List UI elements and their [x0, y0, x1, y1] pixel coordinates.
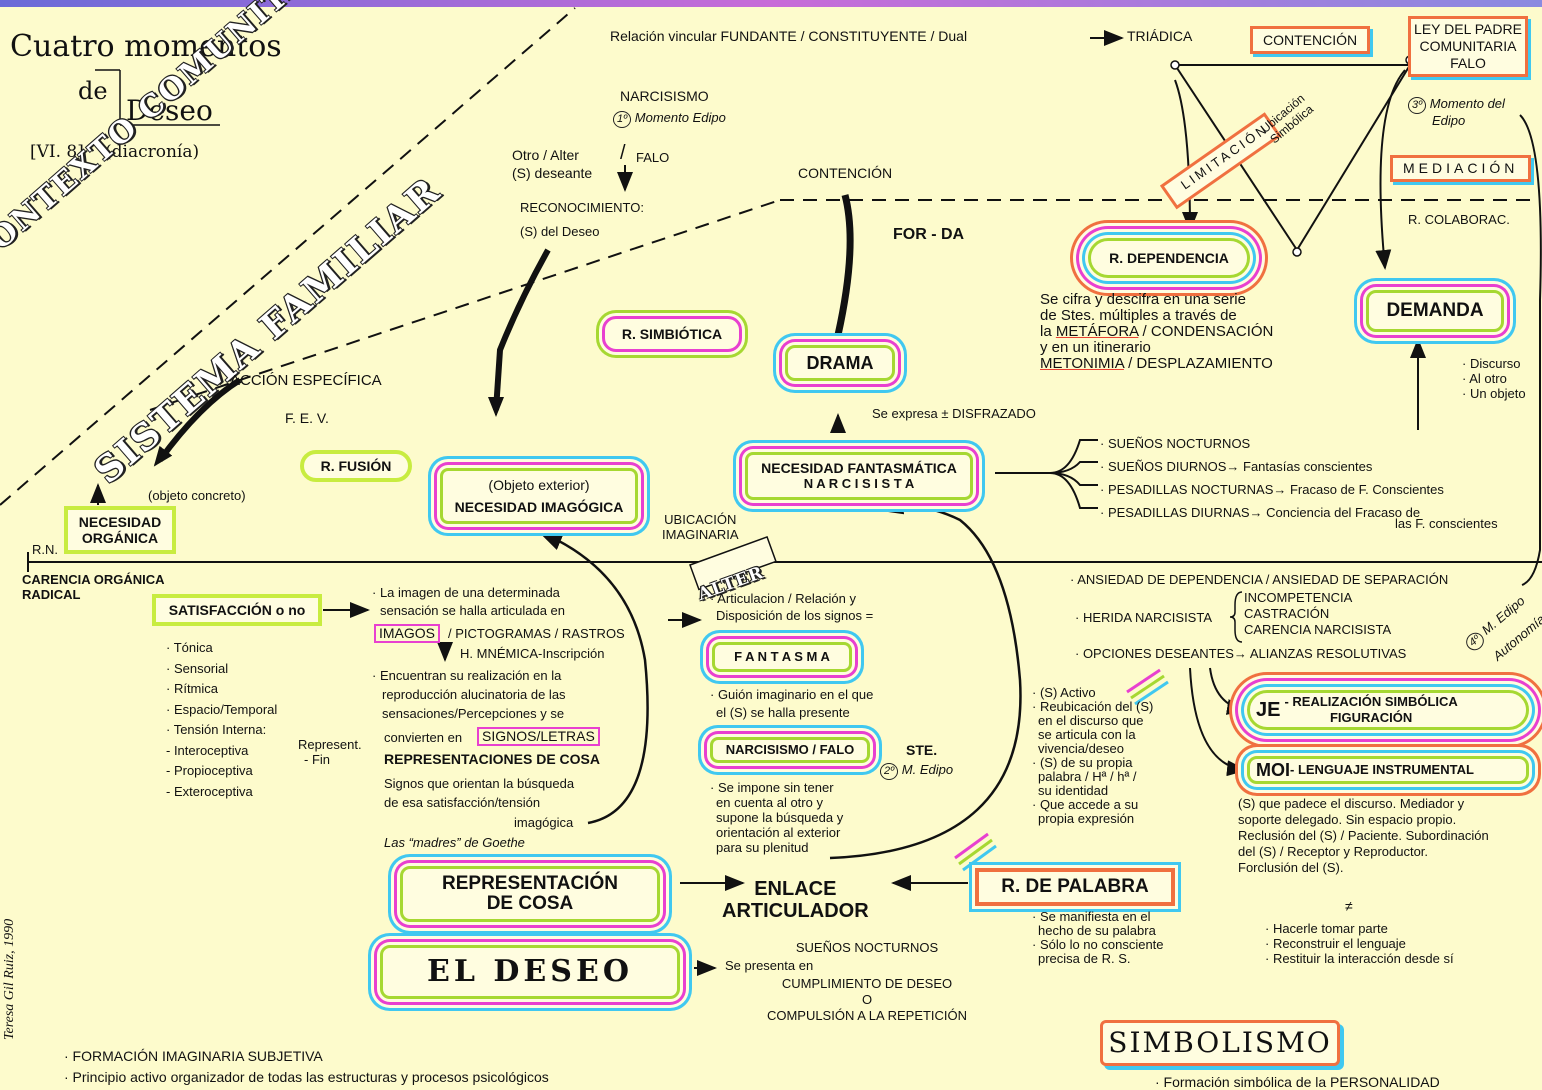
contencion-tag: CONTENCIÓN — [1250, 26, 1371, 54]
moi-box: MOI- LENGUAJE INSTRUMENTAL — [1247, 756, 1529, 784]
tercer-momento-2: Edipo — [1432, 113, 1466, 128]
triadica-text: TRIÁDICA — [1127, 28, 1193, 44]
dashed-boundary-community — [0, 7, 576, 506]
objeto-concreto-text: (objeto concreto) — [148, 488, 246, 503]
formacion-simbolica-text: · Formación simbólica de la PERSONALIDAD — [1155, 1074, 1440, 1090]
tonica-list: · Tónica· Sensorial· Rítmica· Espacio/Te… — [166, 640, 278, 799]
ansiedad-text: · ANSIEDAD DE DEPENDENCIA / ANSIEDAD DE … — [1070, 572, 1449, 587]
narcisismo-text: NARCISISMO — [620, 88, 709, 104]
ste-text: STE. — [906, 742, 938, 758]
fev-text: F. E. V. — [285, 410, 329, 426]
narcisismo-falo-box: NARCISISMO / FALO — [710, 737, 870, 763]
primer-momento: 1º Momento Edipo — [613, 110, 726, 128]
simbolismo-box: SIMBOLISMO — [1100, 1020, 1340, 1066]
r-colaborac-text: R. COLABORAC. — [1408, 212, 1510, 227]
demanda-list: · Discurso· Al otro· Un objeto — [1462, 356, 1526, 401]
suenos-nocturnos-block: SUEÑOS NOCTURNOS — [795, 940, 939, 955]
pictogramas-text: / PICTOGRAMAS / RASTROS — [448, 626, 625, 641]
title-sub: (diacronía) — [105, 142, 200, 162]
suenos-list: · SUEÑOS NOCTURNOS· SUEÑOS DIURNOS→ Fant… — [1100, 436, 1444, 520]
author-credit: Teresa Gil Ruiz, 1990 — [2, 918, 17, 1040]
title-line3: Deseo — [126, 94, 213, 127]
tercer-momento: 3º Momento del — [1408, 96, 1505, 114]
segundo-momento: 2º M. Edipo — [880, 762, 953, 780]
top-accent-bar — [0, 0, 1542, 7]
title-line2: de — [78, 77, 108, 105]
hacerle-list: · Hacerle tomar parte· Reconstruir el le… — [1265, 921, 1454, 966]
suenos-cont: las F. conscientes — [1395, 516, 1498, 531]
otro-alter-text: Otro / Alter(S) deseante — [512, 147, 593, 181]
se-expresa-text: Se expresa ± DISFRAZADO — [872, 406, 1036, 421]
not-equal-symbol: ≠ — [1345, 898, 1353, 914]
se-presenta-text: Se presenta en — [725, 958, 814, 973]
accion-especifica-text: ACCIÓN ESPECÍFICA — [230, 372, 382, 389]
forda-text: FOR - DA — [893, 226, 965, 243]
drama-box: DRAMA — [785, 345, 895, 381]
formacion-text: · FORMACIÓN IMAGINARIA SUBJETIVA· Princi… — [64, 1048, 549, 1085]
falo-text: FALO — [636, 150, 670, 165]
r-palabra-box: R. DE PALABRA — [975, 868, 1175, 906]
herida-text: · HERIDA NARCISISTA — [1075, 610, 1213, 625]
reconocimiento-text: RECONOCIMIENTO:(S) del Deseo — [520, 200, 644, 239]
imagos-tag: IMAGOS — [374, 624, 441, 643]
convierten-text: convierten en — [384, 730, 463, 745]
relacion-vincular-text: Relación vincular FUNDANTE / CONSTITUYEN… — [610, 28, 968, 44]
satisfaccion-box: SATISFACCIÓN o no — [152, 594, 322, 626]
mediacion-tag: MEDIACIÓN — [1390, 155, 1532, 182]
representaciones-cosa-head: REPRESENTACIONES DE COSA — [384, 751, 600, 767]
r-fusion-box: R. FUSIÓN — [300, 450, 412, 482]
opciones-text: · OPCIONES DESEANTES→ ALIANZAS RESOLUTIV… — [1075, 646, 1407, 661]
contencion-text: CONTENCIÓN — [798, 165, 893, 181]
title-line1: Cuatro momentos — [10, 29, 282, 64]
demanda-box: DEMANDA — [1366, 290, 1504, 332]
represent-fin: Represent.- Fin — [298, 737, 362, 767]
necesidad-imagogica-box: (Objeto exterior)NECESIDAD IMAGÓGICA — [440, 468, 638, 524]
signos-letras-tag: SIGNOS/LETRAS — [477, 727, 600, 746]
activo-text: · (S) Activo· Reubicación del (S)en el d… — [1032, 685, 1154, 826]
imagogica-text: imagógica — [514, 815, 574, 830]
el-deseo-box: EL DESEO — [380, 945, 680, 999]
rn-text: R.N. — [32, 542, 58, 557]
necesidad-organica-box — [64, 506, 176, 554]
title-ref: [VI. 8] — [30, 142, 84, 162]
dashed-boundary-family — [149, 199, 781, 411]
fantasma-box: F A N T A S M A — [712, 642, 852, 672]
r-simbiotica-box: R. SIMBIÓTICA — [602, 316, 742, 352]
madres-goethe: Las “madres” de Goethe — [384, 835, 525, 850]
r-dependencia-box: R. DEPENDENCIA — [1088, 238, 1250, 278]
mnemica-text: H. MNÉMICA-Inscripción — [460, 646, 605, 661]
